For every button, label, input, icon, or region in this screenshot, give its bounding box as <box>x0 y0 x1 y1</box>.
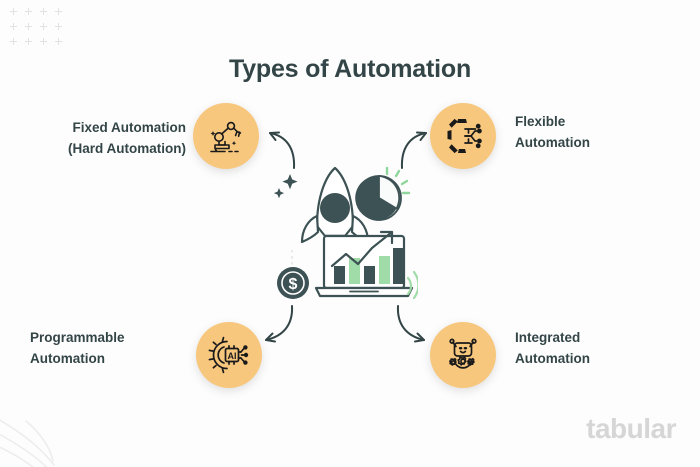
curved-arrow-down-right <box>396 305 425 343</box>
page-title: Types of Automation <box>228 55 472 83</box>
plus-dot <box>10 8 17 15</box>
label-flexible-line2: Automation <box>515 134 590 150</box>
plus-dot <box>25 38 32 45</box>
robot-gears-icon <box>449 338 477 369</box>
icon-circle-fixed[interactable] <box>193 103 259 169</box>
label-fixed-line1: Fixed Automation <box>72 120 187 135</box>
gear-ai-chip-icon: AI <box>208 336 249 374</box>
label-integrated-line1: Integrated <box>515 330 581 345</box>
plus-dot <box>25 8 32 15</box>
curved-arrow-up-right <box>400 131 427 169</box>
label-fixed-line2: (Hard Automation) <box>68 140 186 156</box>
tabular-logo: tabular <box>586 413 676 444</box>
motion-arcs <box>406 270 418 300</box>
plus-dot <box>40 38 47 45</box>
plus-dot <box>10 23 17 30</box>
label-integrated-line2: Automation <box>515 350 590 366</box>
icon-circle-programmable[interactable]: AI <box>196 322 262 388</box>
label-programmable-line1: Programmable <box>30 330 125 345</box>
dollar-coin-icon: $ <box>277 267 309 299</box>
robotic-arm-icon <box>210 121 242 153</box>
label-integrated: Integrated Automation <box>515 328 690 370</box>
label-flexible-line1: Flexible <box>515 114 566 129</box>
pie-rays <box>385 166 411 195</box>
svg-text:AI: AI <box>228 351 237 361</box>
plus-dot <box>25 23 32 30</box>
curved-arrow-up-left <box>269 131 296 169</box>
label-programmable-line2: Automation <box>30 350 105 366</box>
label-programmable: Programmable Automation <box>30 328 190 370</box>
scribble-lines <box>0 419 55 467</box>
plus-dot <box>55 8 62 15</box>
pie-chart <box>355 166 411 221</box>
sparkle-icon <box>273 174 298 199</box>
curved-arrow-down-left <box>265 305 294 343</box>
plus-dot-grid <box>10 8 62 46</box>
label-fixed: Fixed Automation (Hard Automation) <box>16 118 186 160</box>
label-flexible: Flexible Automation <box>515 112 690 154</box>
growth-arrow <box>330 230 394 268</box>
plus-dot <box>55 38 62 45</box>
svg-text:$: $ <box>289 276 298 293</box>
icon-circle-flexible[interactable] <box>430 103 496 169</box>
laptop-chart <box>314 230 418 300</box>
bar-chart <box>334 248 404 284</box>
plus-dot <box>40 23 47 30</box>
gear-circuit-icon <box>446 118 482 154</box>
plus-dot <box>40 8 47 15</box>
plus-dot <box>10 38 17 45</box>
rocket-growth-illustration: $ <box>273 166 418 300</box>
icon-circle-integrated[interactable] <box>430 322 496 388</box>
plus-dot <box>55 23 62 30</box>
